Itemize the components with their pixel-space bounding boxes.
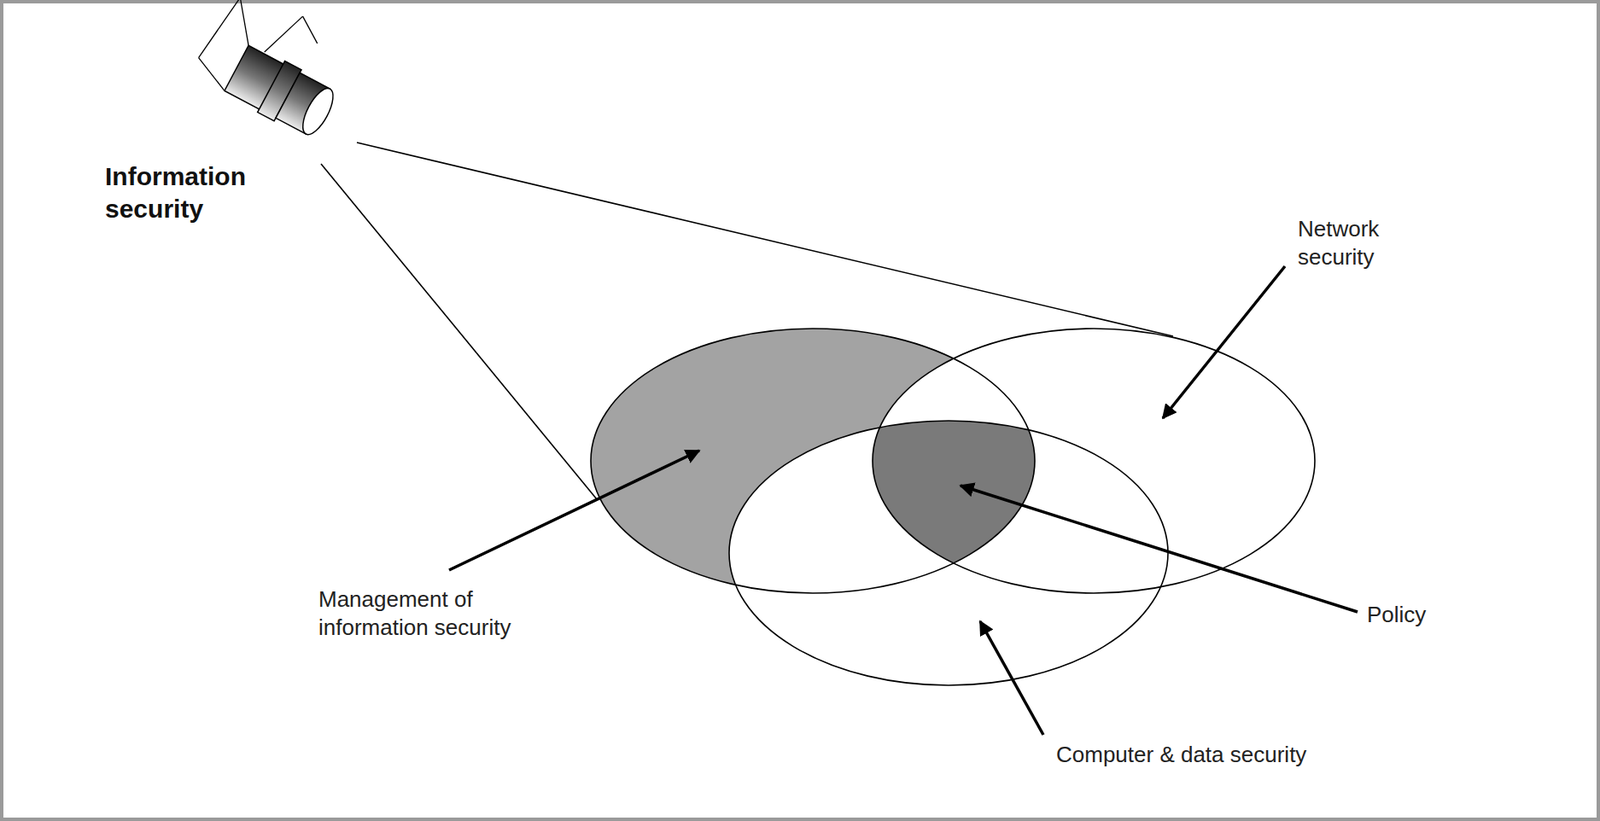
callout-label: Network security — [1297, 215, 1418, 271]
title-label: Information security — [105, 160, 276, 225]
beam-line — [321, 163, 597, 500]
network-ellipse — [872, 328, 1315, 594]
callout-arrow — [980, 621, 1044, 736]
flashlight-icon — [188, 0, 363, 142]
callout-arrow — [1162, 266, 1285, 419]
management-region — [590, 328, 1035, 594]
callout-arrow — [449, 450, 700, 571]
computer-ellipse — [729, 420, 1168, 686]
callout-arrow — [960, 485, 1358, 613]
callout-label: Computer & data security — [1056, 741, 1364, 770]
callout-label: Policy — [1366, 601, 1470, 630]
callout-label: Management of information security — [318, 585, 532, 642]
policy-region — [590, 328, 1035, 594]
management-ellipse — [590, 328, 1035, 594]
beam-line — [356, 142, 1174, 337]
